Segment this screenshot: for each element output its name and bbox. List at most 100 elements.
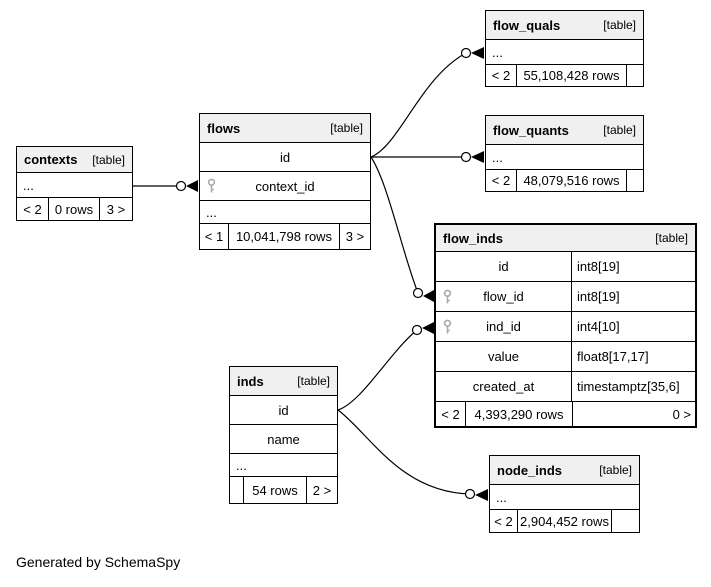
table-tag: [table] (603, 123, 636, 137)
table-tag: [table] (599, 463, 632, 477)
table-header[interactable]: flows [table] (200, 114, 370, 143)
column-row-name: name (230, 425, 337, 454)
column-name: created_at (472, 379, 535, 394)
arrowhead-icon (423, 290, 434, 302)
ellipsis-label: ... (492, 149, 503, 165)
column-name: flow_id (483, 289, 524, 304)
column-row-created_at: created_at timestamptz[35,6] (436, 372, 695, 402)
column-type: int8[19] (577, 289, 620, 304)
cardinality-circle (460, 151, 472, 163)
table-name: inds (237, 373, 264, 389)
column-name: id (279, 149, 291, 165)
table-flow_inds[interactable]: flow_inds [table] id int8[19] flow_id in… (434, 223, 697, 428)
related-right-count (627, 170, 643, 191)
table-tag: [table] (92, 152, 125, 167)
table-footer: < 1 10,041,798 rows 3 > (200, 224, 370, 249)
table-footer: < 2 55,108,428 rows (486, 65, 643, 86)
columns-ellipsis-row: ... (486, 145, 643, 170)
table-name: flows (207, 120, 241, 136)
table-name: flow_quals (493, 17, 561, 33)
related-right-count (627, 65, 643, 86)
table-flows[interactable]: flows [table] id context_id ... < 1 10,0… (199, 113, 371, 250)
related-right-count (612, 510, 639, 532)
columns-ellipsis-row: ... (17, 173, 132, 198)
ellipsis-label: ... (496, 489, 507, 505)
row-count: 55,108,428 rows (517, 65, 627, 86)
related-right-count: 0 > (672, 406, 691, 422)
related-left-count: < 2 (17, 198, 49, 220)
table-tag: [table] (603, 18, 636, 32)
table-header[interactable]: flow_quants [table] (486, 116, 643, 145)
column-name: value (487, 349, 520, 364)
column-name: context_id (255, 178, 315, 194)
table-name: flow_quants (493, 122, 569, 138)
table-tag: [table] (297, 374, 330, 388)
cardinality-circle (464, 488, 476, 500)
column-name: id (498, 259, 509, 274)
table-name: contexts (24, 152, 78, 167)
table-footer: < 2 0 rows 3 > (17, 198, 132, 220)
columns-ellipsis-row: ... (230, 454, 337, 477)
arrowhead-icon (186, 180, 198, 192)
ellipsis-label: ... (492, 44, 503, 60)
related-right-count: 3 > (106, 201, 126, 217)
table-header[interactable]: contexts [table] (17, 147, 132, 173)
related-right-count: 2 > (312, 482, 332, 498)
row-count: 10,041,798 rows (229, 224, 340, 249)
arrowhead-icon (475, 489, 488, 501)
table-footer: < 2 4,393,290 rows 0 > (436, 402, 695, 426)
column-name: id (278, 402, 289, 418)
row-count: 48,079,516 rows (517, 170, 627, 191)
table-flow_quants[interactable]: flow_quants [table] ... < 2 48,079,516 r… (485, 115, 644, 192)
relation-flows-flow_quals (370, 52, 467, 158)
cardinality-circle (175, 180, 187, 192)
column-name: name (267, 431, 300, 447)
column-row-flow_id: flow_id int8[19] (436, 282, 695, 312)
related-left-count: < 1 (200, 224, 229, 249)
foreign-key-icon (207, 178, 216, 193)
column-row-value: value float8[17,17] (436, 342, 695, 372)
foreign-key-icon (443, 289, 452, 303)
cardinality-circle (460, 47, 472, 59)
table-name: flow_inds (443, 230, 503, 246)
row-count: 4,393,290 rows (466, 402, 573, 426)
arrowhead-icon (471, 151, 484, 163)
column-row-id: id int8[19] (436, 252, 695, 282)
column-row-id: id (230, 396, 337, 425)
column-row-id: id (200, 143, 370, 172)
table-footer: < 2 2,904,452 rows (490, 510, 639, 532)
table-node_inds[interactable]: node_inds [table] ... < 2 2,904,452 rows (489, 455, 640, 533)
related-left-count: < 2 (436, 402, 466, 426)
row-count: 54 rows (244, 477, 307, 503)
arrowhead-icon (422, 322, 434, 334)
row-count: 0 rows (49, 198, 100, 220)
columns-ellipsis-row: ... (200, 201, 370, 224)
related-right-count: 3 > (345, 229, 365, 244)
table-contexts[interactable]: contexts [table] ... < 2 0 rows 3 > (16, 146, 133, 221)
table-header[interactable]: flow_inds [table] (436, 225, 695, 252)
table-footer: < 2 48,079,516 rows (486, 170, 643, 191)
table-header[interactable]: inds [table] (230, 367, 337, 396)
columns-ellipsis-row: ... (490, 485, 639, 510)
foreign-key-icon (443, 319, 452, 333)
arrowhead-icon (471, 47, 484, 59)
table-header[interactable]: node_inds [table] (490, 456, 639, 485)
table-footer: 54 rows 2 > (230, 477, 337, 503)
cardinality-circle (412, 287, 424, 299)
relation-inds-node_inds (337, 409, 471, 495)
column-row-context_id: context_id (200, 172, 370, 201)
table-tag: [table] (330, 121, 363, 135)
table-header[interactable]: flow_quals [table] (486, 11, 643, 40)
column-name: ind_id (486, 319, 521, 334)
relation-inds-flow_inds (337, 329, 418, 411)
column-type: float8[17,17] (577, 349, 649, 364)
column-row-ind_id: ind_id int4[10] (436, 312, 695, 342)
column-type: int8[19] (577, 259, 620, 274)
table-inds[interactable]: inds [table] id name ... 54 rows 2 > (229, 366, 338, 504)
generator-credit: Generated by SchemaSpy (16, 554, 181, 570)
row-count: 2,904,452 rows (518, 510, 612, 532)
table-flow_quals[interactable]: flow_quals [table] ... < 2 55,108,428 ro… (485, 10, 644, 87)
column-type: int4[10] (577, 319, 620, 334)
